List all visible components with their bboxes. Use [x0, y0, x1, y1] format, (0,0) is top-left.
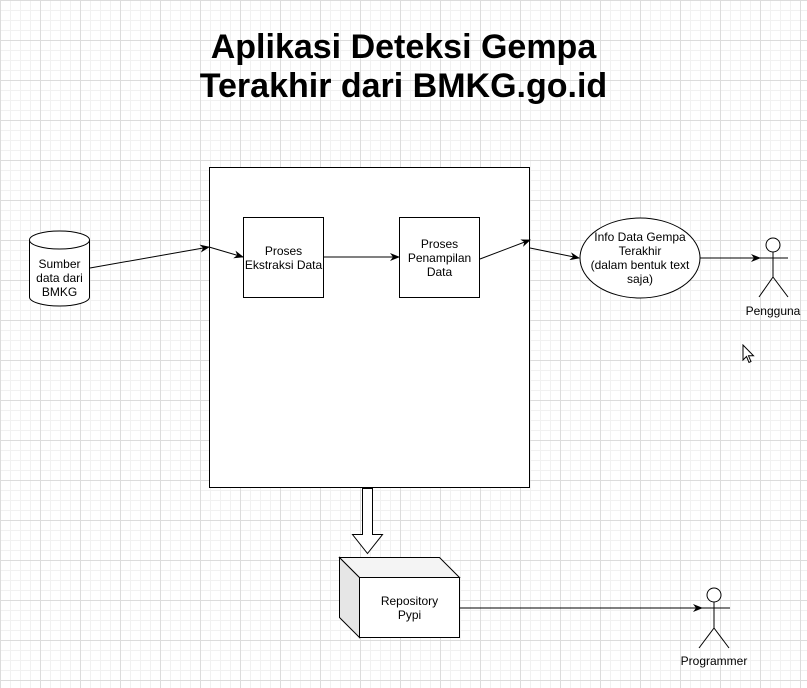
source-label-line-2: data dari	[36, 271, 83, 285]
display-process-label: Proses Penampilan Data	[399, 217, 480, 298]
programmer-actor-label: Programmer	[674, 653, 754, 669]
extraction-label-line-2: Ekstraksi Data	[244, 257, 323, 272]
output-label-line-4: saja)	[626, 272, 653, 286]
display-label-line-3: Data	[426, 264, 453, 279]
repository-box-node[interactable]	[338, 556, 461, 639]
source-label-line-3: BMKG	[41, 285, 78, 299]
output-label-line-3: (dalam bentuk text	[590, 258, 690, 272]
repository-label: Repository Pypi	[359, 577, 460, 638]
source-database-node[interactable]	[29, 230, 90, 307]
diagram-title: Aplikasi Deteksi Gempa Terakhir dari BMK…	[0, 28, 807, 106]
mouse-pointer-icon	[742, 344, 755, 364]
extraction-label-line-1: Proses	[264, 243, 303, 258]
extraction-process-label: Proses Ekstraksi Data	[243, 217, 324, 298]
repository-label-line-1: Repository	[380, 593, 439, 608]
repository-label-line-2: Pypi	[397, 607, 422, 622]
display-process-box[interactable]	[399, 217, 480, 298]
user-actor-label: Pengguna	[738, 303, 807, 319]
user-actor-label-text: Pengguna	[745, 304, 801, 318]
programmer-actor-label-text: Programmer	[680, 654, 748, 668]
output-label-line-1: Info Data Gempa	[594, 230, 686, 244]
display-label-line-1: Proses	[420, 236, 459, 251]
edge-source-to-app[interactable]	[89, 244, 210, 269]
title-line-1: Aplikasi Deteksi Gempa	[210, 28, 597, 66]
output-label-line-2: Terakhir	[618, 244, 662, 258]
edge-display-to-app-edge[interactable]	[479, 239, 531, 260]
source-label-line-1: Sumber	[38, 257, 81, 271]
extraction-process-box[interactable]	[243, 217, 324, 298]
application-boundary[interactable]	[209, 167, 530, 488]
edge-app-to-output[interactable]	[529, 247, 580, 261]
edge-app-entry[interactable]	[208, 246, 244, 259]
display-label-line-2: Penampilan	[407, 250, 472, 265]
title-line-2: Terakhir dari BMKG.go.id	[199, 67, 608, 105]
block-arrow-app-to-repository[interactable]	[351, 488, 384, 555]
user-actor-icon[interactable]	[758, 237, 789, 298]
programmer-actor-icon[interactable]	[698, 587, 730, 649]
source-database-label: Sumber data dari BMKG	[29, 256, 90, 300]
output-info-label: Info Data Gempa Terakhir (dalam bentuk t…	[580, 229, 700, 287]
